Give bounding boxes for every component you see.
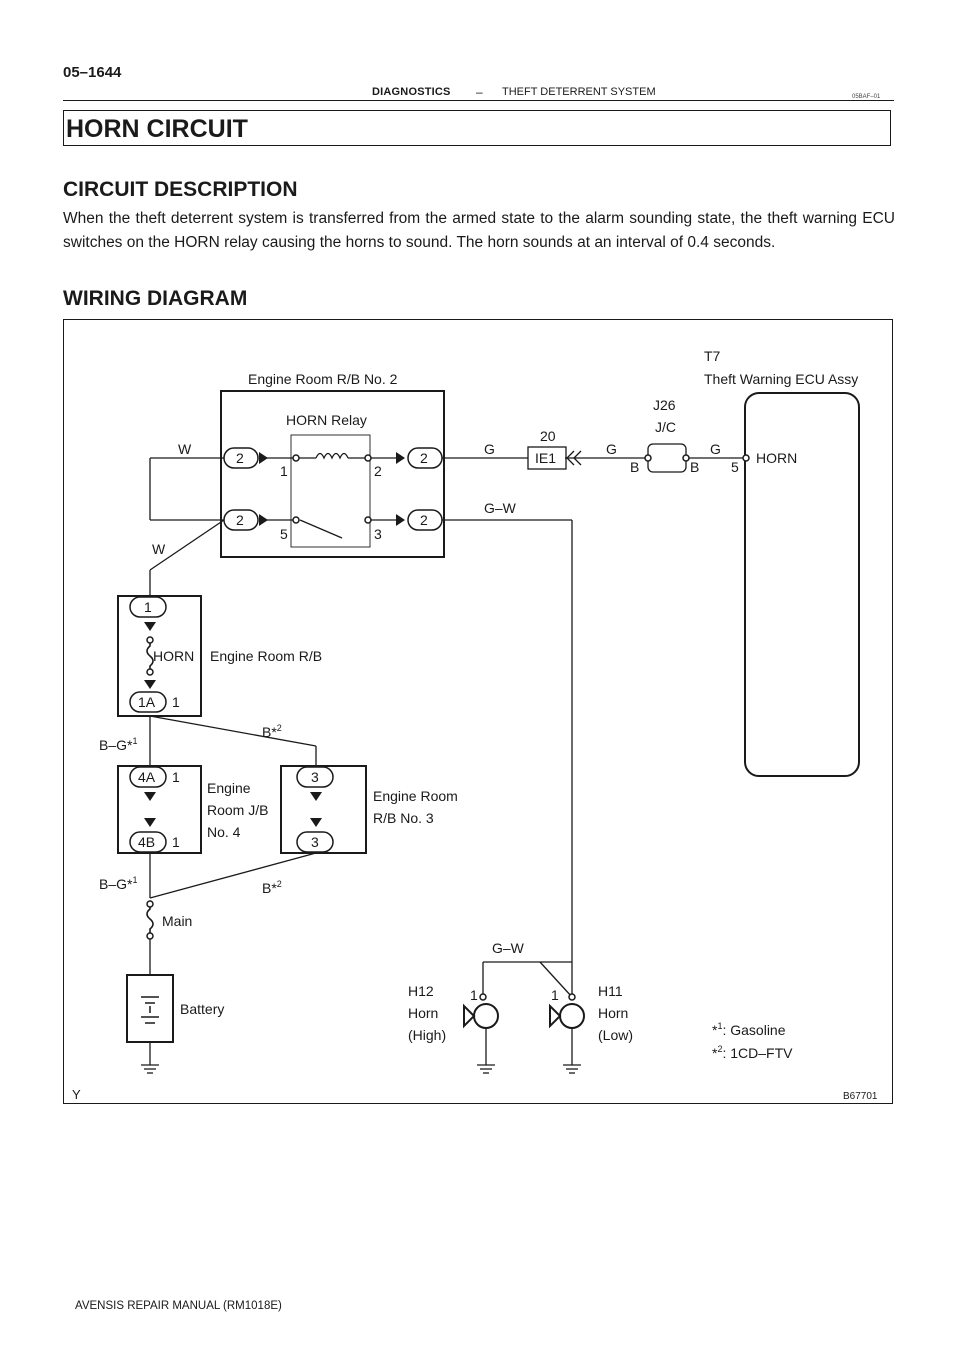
rb3-box <box>279 764 367 854</box>
footer: AVENSIS REPAIR MANUAL (RM1018E) <box>75 1300 282 1312</box>
wire-gw-2: G–W <box>492 940 525 956</box>
wire-gw-1: G–W <box>484 500 517 516</box>
rb2-label: Engine Room R/B No. 2 <box>248 371 398 387</box>
header-rule <box>63 100 894 101</box>
h12-label-2: (High) <box>408 1027 446 1043</box>
wiring-diagram-heading: WIRING DIAGRAM <box>63 287 248 310</box>
jc-box <box>646 442 687 473</box>
ecu-code: T7 <box>704 348 721 364</box>
pin-h11: 1 <box>551 987 559 1003</box>
header-separator: – <box>476 85 483 99</box>
rb2-box <box>219 389 445 558</box>
wire-g-3: G <box>710 441 721 457</box>
jb4-label-2: Room J/B <box>207 802 268 818</box>
main-fuse-label: Main <box>162 913 192 929</box>
jb4-label-3: No. 4 <box>207 824 241 840</box>
footnote-1: *1: Gasoline <box>712 1021 786 1038</box>
pin-rb3-top: 3 <box>311 769 319 785</box>
corner-y: Y <box>72 1087 81 1102</box>
wire-b-2: B <box>690 459 699 475</box>
horn-fuse-label: HORN <box>153 648 194 664</box>
footnote-2: *2: 1CD–FTV <box>712 1044 793 1061</box>
pin-jb4-top: 4A <box>138 769 156 785</box>
title-box: HORN CIRCUIT <box>63 110 891 146</box>
wire-b-star-1: B*2 <box>262 723 282 740</box>
rb3-label-2: R/B No. 3 <box>373 810 434 826</box>
pin-h12: 1 <box>470 987 478 1003</box>
h11-label-1: Horn <box>598 1005 628 1021</box>
wire-w-top: W <box>178 441 192 457</box>
jc-name: J/C <box>655 419 676 435</box>
wire-bg-2: B–G*1 <box>99 875 137 892</box>
pin-jb4-bot-num: 1 <box>172 834 180 850</box>
jb4-label-1: Engine <box>207 780 251 796</box>
circuit-description-heading: CIRCUIT DESCRIPTION <box>63 178 298 201</box>
pin-jb4-bot: 4B <box>138 834 155 850</box>
figure-code: B67701 <box>843 1091 878 1102</box>
h11-label-2: (Low) <box>598 1027 633 1043</box>
jc-code: J26 <box>653 397 676 413</box>
wiring-diagram-svg: Engine Room R/B No. 2 HORN Relay T7 Thef… <box>72 348 878 1102</box>
wire-bg-1: B–G*1 <box>99 736 137 753</box>
relay-pin-1: 1 <box>280 463 288 479</box>
pin-rb2-right-top: 2 <box>420 450 428 466</box>
relay-pin-5: 5 <box>280 526 288 542</box>
header-section: DIAGNOSTICS <box>372 86 451 98</box>
wire-g-2: G <box>606 441 617 457</box>
h11-code: H11 <box>598 983 623 999</box>
h12-code: H12 <box>408 983 434 999</box>
wire-b-1: B <box>630 459 639 475</box>
pin-rb-top: 1 <box>144 599 152 615</box>
pin-rb-bot-num: 1 <box>172 694 180 710</box>
ie1-pin: 20 <box>540 428 556 444</box>
relay-pin-3: 3 <box>374 526 382 542</box>
pin-jb4-top-num: 1 <box>172 769 180 785</box>
battery-label: Battery <box>180 1001 224 1017</box>
wiring-diagram: Engine Room R/B No. 2 HORN Relay T7 Thef… <box>63 319 893 1104</box>
relay-box <box>290 434 370 547</box>
pin-rb3-bot: 3 <box>311 834 319 850</box>
page-title: HORN CIRCUIT <box>66 115 248 143</box>
rb3-label-1: Engine Room <box>373 788 458 804</box>
pin-rb-bot: 1A <box>138 694 156 710</box>
wire-w-mid: W <box>152 541 166 557</box>
jb4-box <box>116 764 202 854</box>
circuit-description-text: When the theft deterrent system is trans… <box>63 210 895 251</box>
rb-box <box>116 594 202 717</box>
relay-pin-2: 2 <box>374 463 382 479</box>
rb-label: Engine Room R/B <box>210 648 322 664</box>
h12-label-1: Horn <box>408 1005 438 1021</box>
ecu-terminal-name: HORN <box>756 450 797 466</box>
pin-rb2-left-top: 2 <box>236 450 244 466</box>
header-code: 05BAF–01 <box>852 94 881 100</box>
ecu-terminal-number: 5 <box>731 459 739 475</box>
pin-rb2-left-bot: 2 <box>236 512 244 528</box>
wire-g-1: G <box>484 441 495 457</box>
ie1-connector <box>526 445 567 470</box>
relay-label: HORN Relay <box>286 412 367 428</box>
wire-b-star-2: B*2 <box>262 879 282 896</box>
header-topic: THEFT DETERRENT SYSTEM <box>502 86 656 98</box>
pin-rb2-right-bot: 2 <box>420 512 428 528</box>
ie1-label: IE1 <box>535 450 556 466</box>
ecu-box <box>743 391 860 777</box>
page-number: 05–1644 <box>63 64 122 81</box>
ecu-name: Theft Warning ECU Assy <box>704 371 858 387</box>
